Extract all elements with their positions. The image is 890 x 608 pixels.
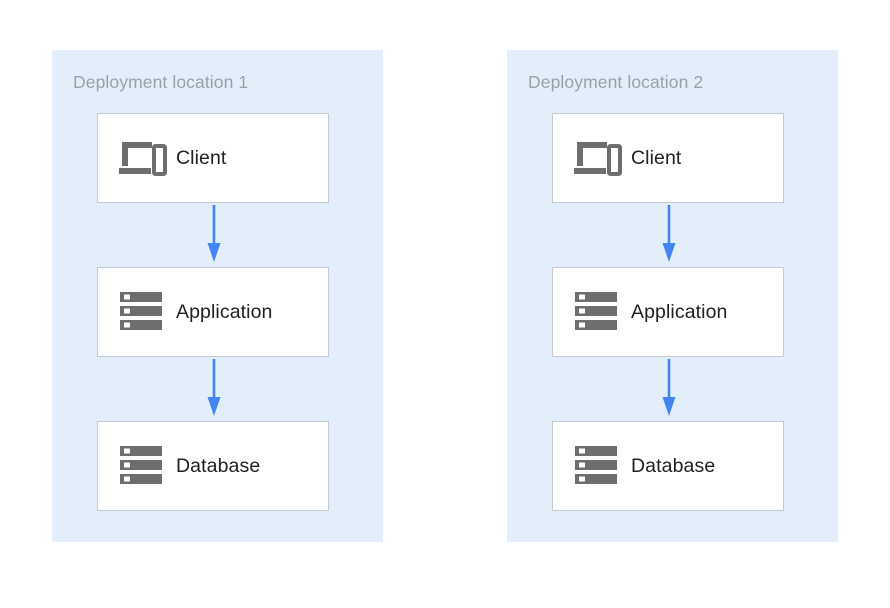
node-label-database-location-2: Database [631,454,716,477]
server-stack-icon [114,441,170,491]
deployment-location-2-panel: Deployment location 2 Client [507,50,838,542]
deployment-location-2-title: Deployment location 2 [528,72,704,92]
server-stack-icon [114,287,170,337]
node-label-client-location-2: Client [631,146,682,169]
node-label-client-location-1: Client [176,146,227,169]
node-database-location-1[interactable]: Database [97,421,329,511]
arrow-application-to-database-location-1 [207,359,221,417]
deployment-location-1-panel: Deployment location 1 Client [52,50,383,542]
node-label-database-location-1: Database [176,454,261,477]
node-label-application-location-1: Application [176,300,273,323]
node-client-location-2[interactable]: Client [552,113,784,203]
node-label-application-location-2: Application [631,300,728,323]
node-application-location-1[interactable]: Application [97,267,329,357]
arrow-application-to-database-location-2 [662,359,676,417]
server-stack-icon [569,287,625,337]
devices-icon [569,133,625,183]
node-application-location-2[interactable]: Application [552,267,784,357]
deployment-location-1-title: Deployment location 1 [73,72,249,92]
arrow-client-to-application-location-1 [207,205,221,263]
devices-icon [114,133,170,183]
node-client-location-1[interactable]: Client [97,113,329,203]
server-stack-icon [569,441,625,491]
arrow-client-to-application-location-2 [662,205,676,263]
node-database-location-2[interactable]: Database [552,421,784,511]
